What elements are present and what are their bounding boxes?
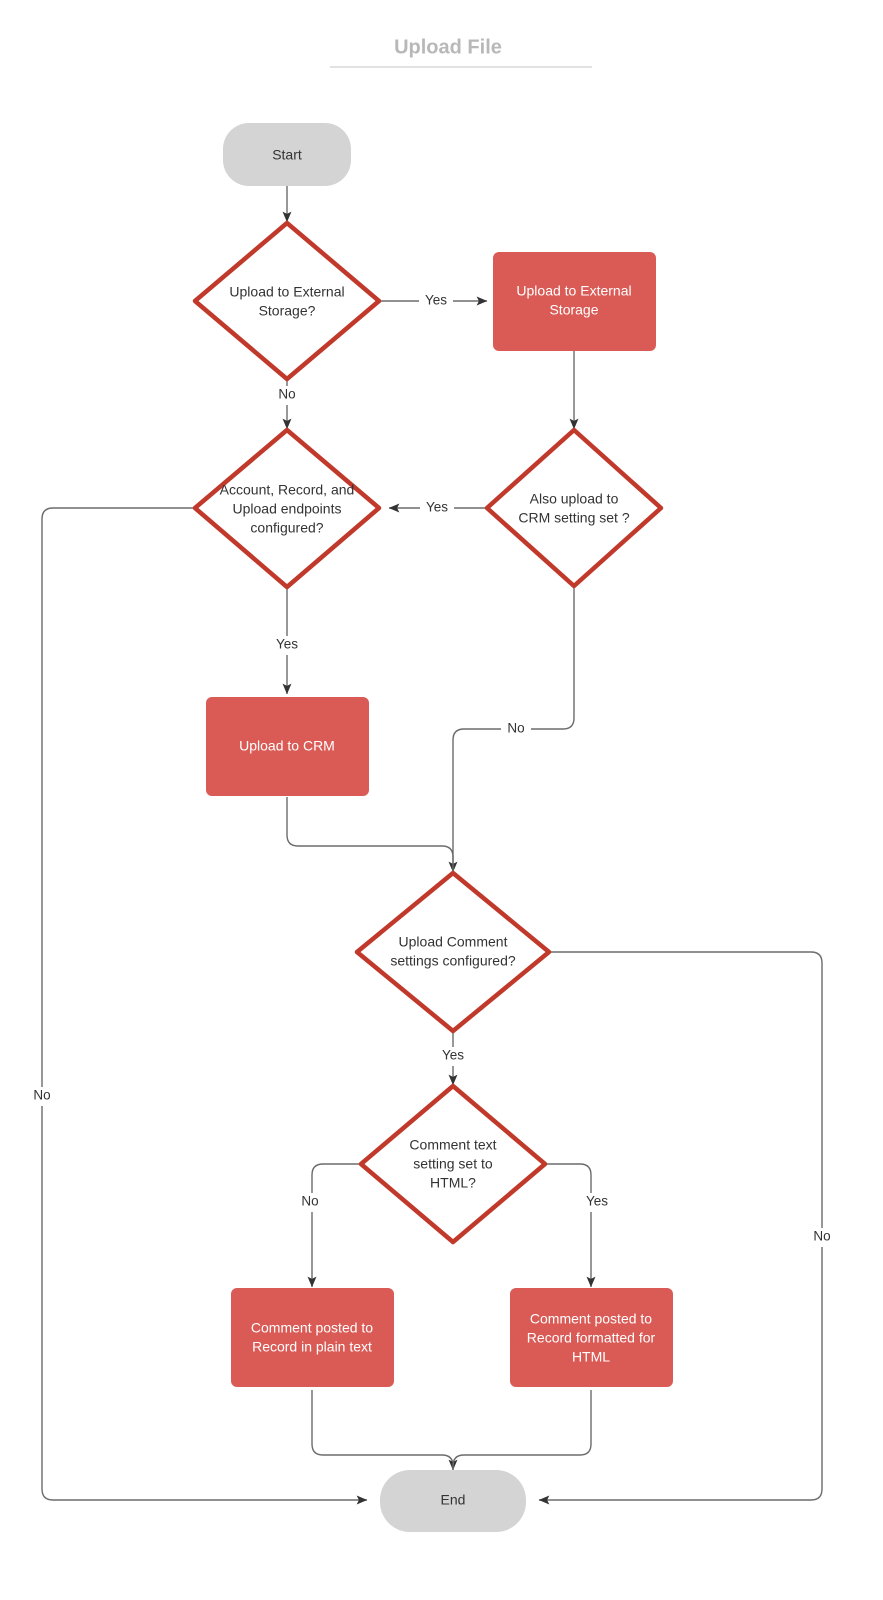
upload-external-storage-process-label-line2: Storage — [549, 302, 598, 318]
comment-plain-text-process-shape[interactable] — [231, 1288, 394, 1387]
upload-to-crm-process-shape[interactable] — [206, 697, 369, 796]
svg-text:No: No — [507, 721, 524, 736]
edge-label-endpoints-yes: Yes — [270, 636, 304, 655]
comment-html-process-shape[interactable] — [510, 1288, 673, 1387]
edge-label-commentcfg-yes: Yes — [436, 1047, 470, 1066]
comment-html-process-label-line2: Record formatted for — [527, 1330, 656, 1346]
endpoints-configured-decision-label-line2: Upload endpoints — [233, 501, 342, 517]
upload-external-storage-decision-label-line1: Upload to External — [229, 284, 344, 300]
node-end[interactable]: End — [380, 1470, 526, 1532]
also-upload-crm-decision-label-line1: Also upload to — [530, 491, 619, 507]
upload-comment-settings-decision-label-line1: Upload Comment — [399, 934, 508, 950]
comment-text-html-decision-shape[interactable] — [358, 1083, 548, 1245]
node-upload-to-crm-process[interactable]: Upload to CRM — [206, 697, 369, 796]
comment-text-html-decision-label-line1: Comment text — [409, 1137, 496, 1153]
edge-html-yes — [545, 1163, 596, 1288]
node-comment-html-process[interactable]: Comment posted to Record formatted for H… — [510, 1288, 673, 1387]
endpoints-configured-decision-shape[interactable] — [192, 427, 382, 590]
upload-external-storage-decision-label-line2: Storage? — [259, 303, 316, 319]
node-start[interactable]: Start — [223, 123, 351, 186]
also-upload-crm-decision-shape[interactable] — [484, 427, 664, 589]
page-title: Upload File — [394, 36, 502, 58]
edge-label-alsocrm-yes: Yes — [420, 498, 454, 517]
svg-text:No: No — [278, 387, 295, 402]
node-comment-text-html-decision[interactable]: Comment text setting set to HTML? — [358, 1083, 548, 1245]
svg-text:No: No — [301, 1194, 318, 1209]
edges-layer: Upload to External Storage --> Account, … — [41, 186, 823, 1505]
node-upload-comment-settings-decision[interactable]: Upload Comment settings configured? — [354, 870, 552, 1034]
svg-text:Yes: Yes — [426, 500, 448, 515]
start-shape[interactable] — [223, 123, 351, 186]
edge-label-commentcfg-no: No — [807, 1228, 837, 1247]
comment-plain-text-process-label-line1: Comment posted to — [251, 1320, 373, 1336]
node-comment-plain-text-process[interactable]: Comment posted to Record in plain text — [231, 1288, 394, 1387]
comment-text-html-decision-label-line3: HTML? — [430, 1175, 476, 1191]
endpoints-configured-decision-label-line3: configured? — [250, 520, 323, 536]
svg-text:Yes: Yes — [425, 293, 447, 308]
upload-external-storage-decision-shape[interactable] — [192, 220, 382, 382]
svg-text:No: No — [813, 1229, 830, 1244]
edge-label-alsocrm-no: No — [501, 720, 531, 739]
edge-html-no — [307, 1163, 361, 1288]
upload-comment-settings-decision-shape[interactable] — [354, 870, 552, 1034]
svg-text:Yes: Yes — [586, 1194, 608, 1209]
comment-html-process-label-line3: HTML — [572, 1349, 610, 1365]
upload-comment-settings-decision-label-line2: settings configured? — [390, 953, 516, 969]
end-shape[interactable] — [380, 1470, 526, 1532]
edge-label-html-no: No — [295, 1193, 325, 1212]
node-endpoints-configured-decision[interactable]: Account, Record, and Upload endpoints co… — [192, 427, 382, 590]
diagram-title-group: Upload File — [330, 36, 592, 68]
node-upload-external-storage-process[interactable]: Upload to External Storage — [493, 252, 656, 351]
svg-text:No: No — [33, 1088, 50, 1103]
edge-label-html-yes: Yes — [580, 1193, 614, 1212]
edge-crm-to-comment-settings — [286, 797, 454, 872]
edge-htmltext-to-end — [452, 1390, 592, 1470]
node-upload-external-storage-decision[interactable]: Upload to External Storage? — [192, 220, 382, 382]
edge-label-external-no: No — [272, 386, 302, 405]
svg-text:Yes: Yes — [276, 637, 298, 652]
comment-plain-text-process-label-line2: Record in plain text — [252, 1339, 372, 1355]
also-upload-crm-decision-label-line2: CRM setting set ? — [518, 510, 629, 526]
upload-external-storage-process-shape[interactable] — [493, 252, 656, 351]
edge-endpoints-no — [41, 507, 368, 1505]
comment-text-html-decision-label-line2: setting set to — [413, 1156, 493, 1172]
svg-text:Yes: Yes — [442, 1048, 464, 1063]
upload-to-crm-process-label: Upload to CRM — [239, 738, 335, 754]
edge-label-endpoints-no: No — [27, 1087, 57, 1106]
endpoints-configured-decision-label-line1: Account, Record, and — [220, 482, 355, 498]
node-also-upload-crm-decision[interactable]: Also upload to CRM setting set ? — [484, 427, 664, 589]
edge-plaintext-to-end — [311, 1390, 458, 1471]
edge-commentcfg-no — [538, 951, 823, 1505]
upload-external-storage-process-label-line1: Upload to External — [516, 283, 631, 299]
edge-labels-layer: Yes No Yes No Yes No — [27, 291, 837, 1247]
comment-html-process-label-line1: Comment posted to — [530, 1311, 652, 1327]
end-label: End — [441, 1492, 466, 1508]
start-label: Start — [272, 147, 302, 163]
edge-label-external-yes: Yes — [419, 291, 453, 310]
